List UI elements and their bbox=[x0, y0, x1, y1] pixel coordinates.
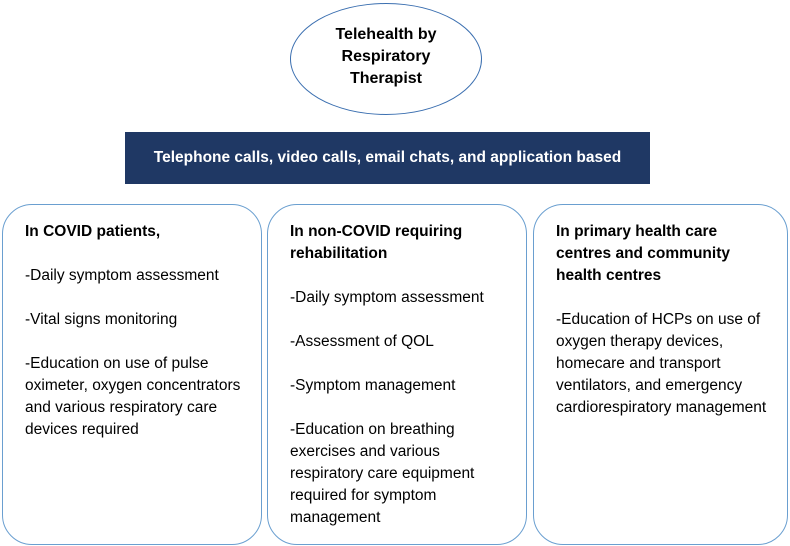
non-covid-rehab-heading: In non-COVID requiring rehabilitation bbox=[290, 223, 463, 262]
top-node-title: Telehealth by Respiratory Therapist bbox=[335, 26, 437, 87]
banner-text: Telephone calls, video calls, email chat… bbox=[153, 149, 622, 166]
list-item: -Symptom management bbox=[290, 377, 456, 394]
top-node-ellipse: Telehealth by Respiratory Therapist bbox=[290, 3, 482, 115]
covid-patients-box: In COVID patients, -Daily symptom assess… bbox=[2, 204, 262, 545]
list-item: -Education on use of pulse oximeter, oxy… bbox=[25, 355, 241, 438]
list-item: -Daily symptom assessment bbox=[290, 289, 484, 306]
primary-health-care-box: In primary health care centres and commu… bbox=[533, 204, 788, 545]
list-item: -Vital signs monitoring bbox=[25, 311, 178, 328]
covid-patients-heading: In COVID patients, bbox=[25, 223, 161, 240]
list-item: -Education of HCPs on use of oxygen ther… bbox=[556, 311, 767, 416]
list-item: -Assessment of QOL bbox=[290, 333, 434, 350]
list-item: -Education on breathing exercises and va… bbox=[290, 421, 475, 526]
communication-modes-banner: Telephone calls, video calls, email chat… bbox=[125, 132, 650, 184]
list-item: -Daily symptom assessment bbox=[25, 267, 219, 284]
non-covid-rehab-box: In non-COVID requiring rehabilitation -D… bbox=[267, 204, 527, 545]
primary-health-care-heading: In primary health care centres and commu… bbox=[556, 223, 730, 284]
